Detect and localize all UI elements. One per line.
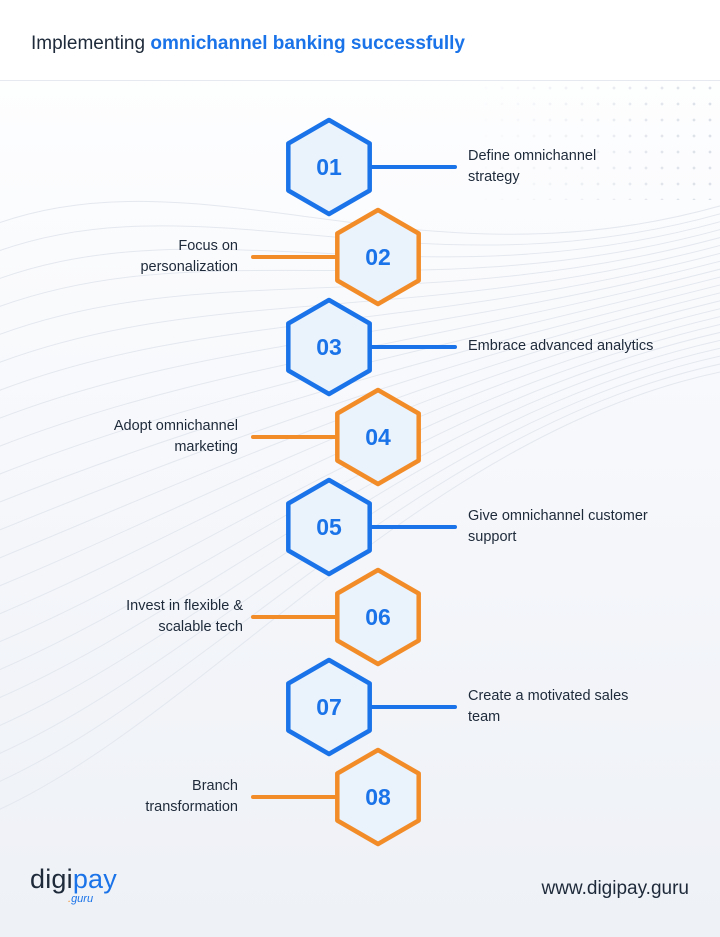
logo-dot: . <box>68 893 72 905</box>
hexagon-03 <box>286 297 372 397</box>
wave-line <box>0 316 720 615</box>
step-number-03: 03 <box>316 334 342 360</box>
wave-line <box>0 300 720 559</box>
logo-subtext: .guru <box>68 893 93 905</box>
hexagon-08 <box>335 747 421 847</box>
wave-line <box>0 229 720 307</box>
wave-line <box>0 200 720 235</box>
logo-sub: guru <box>71 893 94 905</box>
step-number-06: 06 <box>365 604 391 630</box>
hexagon-04 <box>335 387 421 487</box>
header-bar: Implementing omnichannel banking success… <box>0 0 720 81</box>
wave-line <box>0 213 720 252</box>
hexagon-05 <box>286 477 372 577</box>
wave-line <box>0 371 720 810</box>
step-number-04: 04 <box>365 424 391 450</box>
hexagon-07 <box>286 657 372 757</box>
digipay-logo: digipay <box>30 864 117 895</box>
step-number-07: 07 <box>316 694 342 720</box>
hexagon-02 <box>335 207 421 307</box>
logo-accent: pay <box>72 864 117 894</box>
step-number-02: 02 <box>365 244 391 270</box>
step-number-08: 08 <box>365 784 391 810</box>
hexagon-06 <box>335 567 421 667</box>
wave-line <box>0 292 720 531</box>
hexagon-01 <box>286 117 372 217</box>
title-plain: Implementing <box>31 33 151 54</box>
step-number-05: 05 <box>316 514 342 540</box>
wave-line <box>0 221 720 279</box>
website-url: www.digipay.guru <box>541 878 689 899</box>
page-title: Implementing omnichannel banking success… <box>31 33 465 55</box>
step-number-01: 01 <box>316 154 342 180</box>
title-accent: omnichannel banking successfully <box>150 33 465 54</box>
step-label-03: Embrace advanced analytics <box>468 338 654 354</box>
wave-line <box>0 324 720 643</box>
wave-line <box>0 308 720 587</box>
logo-main: digi <box>30 864 73 894</box>
wave-line <box>0 236 720 335</box>
step-label-06: Invest in flexible &scalable tech <box>126 598 243 635</box>
